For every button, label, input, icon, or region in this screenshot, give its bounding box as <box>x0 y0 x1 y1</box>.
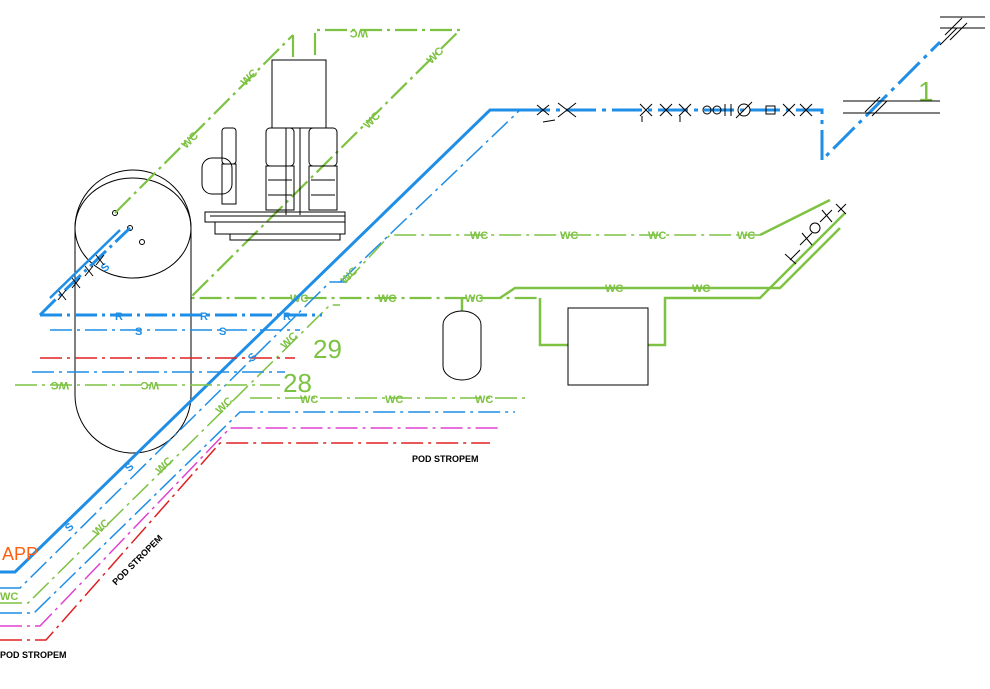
wc-pipe-box <box>499 198 846 347</box>
wc-pipe-diagonal <box>0 234 760 604</box>
magenta-pipe <box>0 427 500 627</box>
pod-stropem-note: POD STROPEM <box>412 454 479 464</box>
wc-label: WC <box>737 230 755 242</box>
wc-label: WC <box>378 293 396 305</box>
wc-label: WC <box>214 395 235 416</box>
r-label: R <box>283 311 291 323</box>
pod-stropem-note: POD STROPEM <box>0 650 67 660</box>
pump-set <box>201 59 346 241</box>
point-number-1: 1 <box>918 76 934 107</box>
r-label: R <box>115 311 123 323</box>
r-label: R <box>200 311 208 323</box>
expansion-vessel <box>442 298 482 381</box>
storage-tank <box>74 169 192 454</box>
valve-train <box>536 101 813 123</box>
wc-label: WC <box>465 293 483 305</box>
red-pipe <box>0 442 490 641</box>
wall-symbol <box>843 16 985 117</box>
wc-label: WC <box>350 27 368 39</box>
app-label: APP <box>2 544 38 564</box>
wc-label: WC <box>154 455 175 476</box>
wc-label: WC <box>91 517 112 538</box>
tank-valves <box>49 229 121 301</box>
wc-label: WC <box>180 130 201 151</box>
wc-label: WC <box>692 283 710 295</box>
tank-connections <box>15 313 322 386</box>
wc-label: WC <box>279 330 300 351</box>
wc-pipe-loop-upper <box>114 28 540 300</box>
wc-label: WC <box>648 230 666 242</box>
pod-stropem-note: POD STROPEM <box>110 533 164 587</box>
wc-label: WC <box>300 394 318 406</box>
wc-label: WC <box>560 230 578 242</box>
s-label: S <box>135 326 142 338</box>
wc-label: WC <box>475 394 493 406</box>
s-pipe-second <box>0 411 515 614</box>
wc-label: WC <box>51 379 69 391</box>
wc-label: WC <box>141 379 159 391</box>
s-label: S <box>123 461 137 475</box>
wc-label: WC <box>0 591 18 603</box>
wc-label: WC <box>605 283 623 295</box>
tank-inlet-s <box>38 226 132 317</box>
wc-label: WC <box>385 394 403 406</box>
wc-label: WC <box>470 230 488 242</box>
s-label: S <box>219 326 226 338</box>
s-label: S <box>63 521 77 535</box>
line-labels: R R R S S WC WC WC WC WC S WC WC WC WC W… <box>0 261 493 603</box>
wc-labels-box: WC WC WC WC WC WC <box>470 230 755 295</box>
valve-train-diagonal <box>784 203 847 265</box>
wc-label: WC <box>362 110 383 131</box>
wc-label: WC <box>339 265 360 286</box>
tank-s-label: S <box>99 261 113 275</box>
equipment-box <box>567 307 649 386</box>
r-pipe-main <box>0 108 520 574</box>
point-number-28: 28 <box>283 368 312 398</box>
point-number-29: 29 <box>313 334 342 364</box>
